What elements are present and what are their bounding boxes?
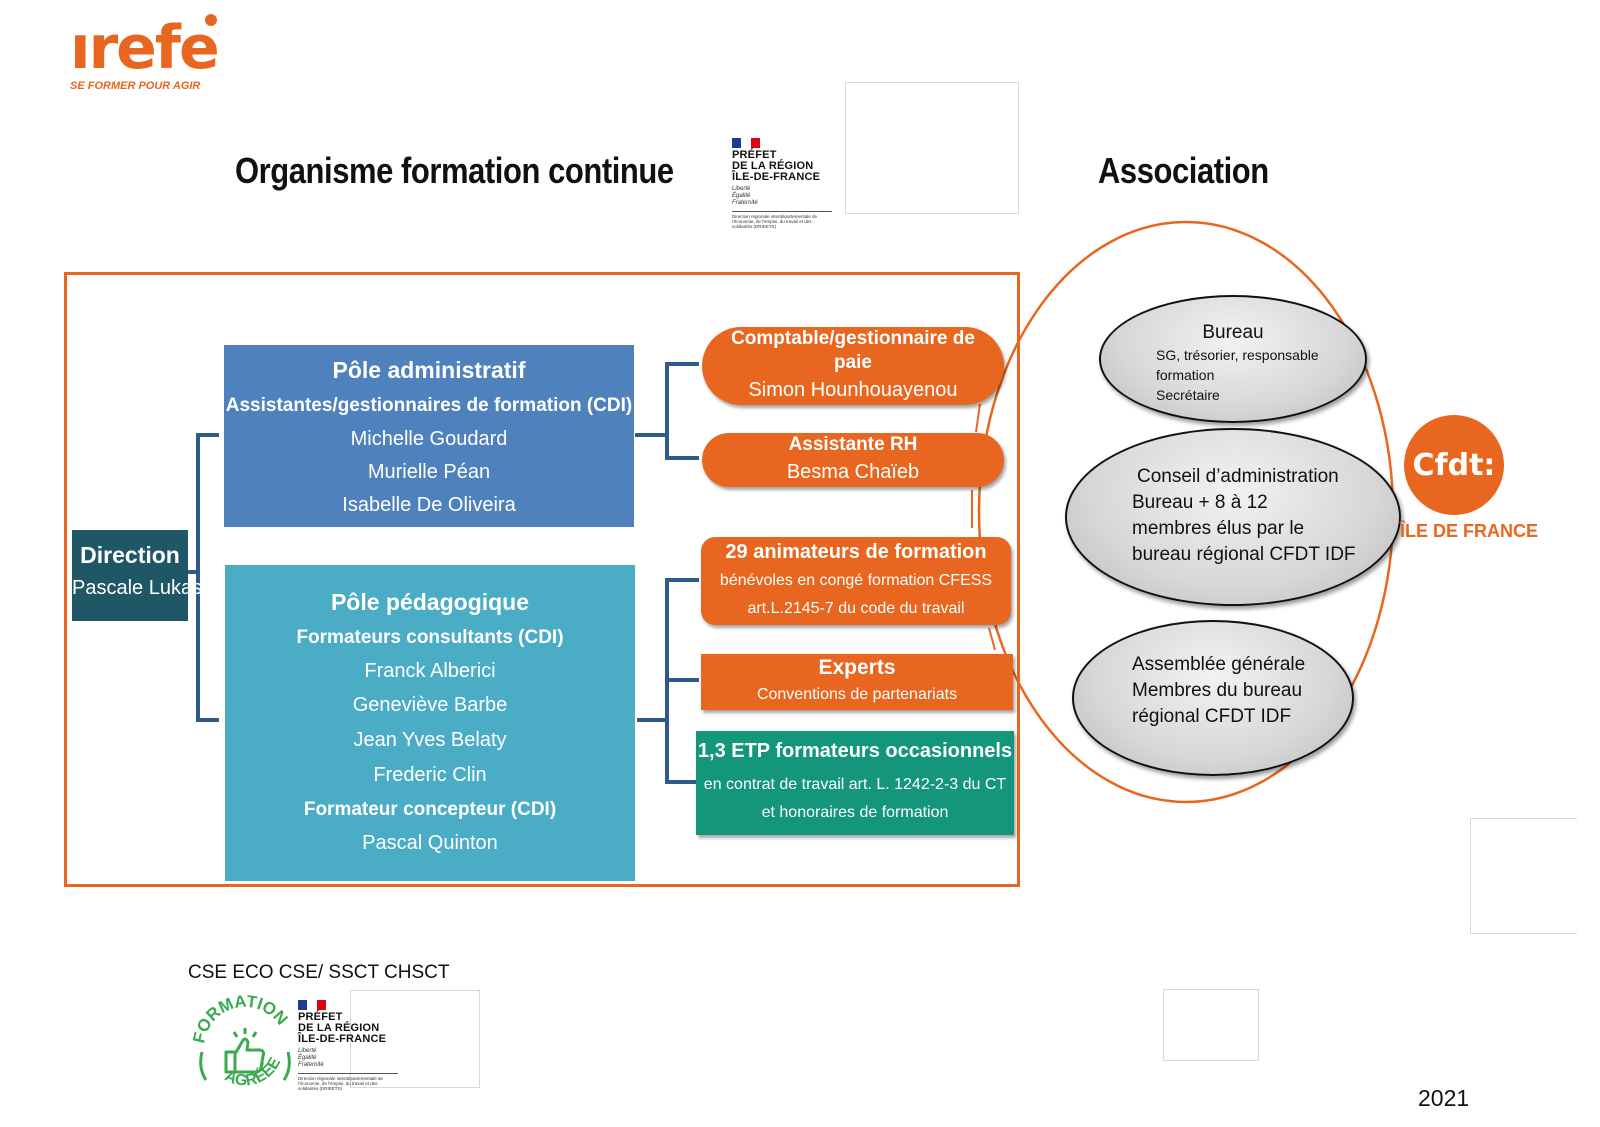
formation-text: FORMATION [190, 992, 292, 1045]
cfdt-circle-icon: Cfdt: [1404, 415, 1504, 515]
cfdt-wordmark: Cfdt: [1412, 447, 1496, 483]
conseil-line-4: bureau régional CFDT IDF [1132, 544, 1356, 565]
prefet-line-1: PRÉFET [732, 149, 777, 161]
conseil-line-3: membres élus par le [1132, 518, 1305, 539]
prefet-logo-top: PRÉFET DE LA RÉGION ÎLE-DE-FRANCE Libert… [732, 138, 832, 229]
etp-title: 1,3 ETP formateurs occasionnels [697, 740, 1013, 762]
pole-peda-person: Jean Yves Belaty [353, 729, 507, 751]
pole-peda-title: Pôle pédagogique [330, 589, 530, 615]
experts-title: Experts [818, 656, 896, 679]
prefet-line-1: PRÉFET [298, 1011, 343, 1023]
irefe-logo: ırefe SE FORMER POUR AGIR [70, 13, 220, 92]
rh-title: Assistante RH [788, 434, 918, 455]
motto-egalite: Égalité [732, 193, 751, 199]
direction-box: Direction Pascale Lukas [72, 530, 203, 621]
prefet-line-3: ÎLE-DE-FRANCE [732, 171, 821, 183]
heading-association: Association [1098, 150, 1269, 191]
prefet-motto: Liberté Égalité Fraternité [732, 186, 832, 207]
animateurs-title: 29 animateurs de formation [725, 541, 987, 563]
etp-line-2: et honoraires de formation [761, 804, 949, 821]
prefet-line-2: DE LA RÉGION [298, 1022, 380, 1034]
experts-box: Experts Conventions de partenariats [701, 654, 1013, 710]
pole-peda-person: Geneviève Barbe [352, 694, 508, 716]
assemblee-line-3: régional CFDT IDF [1132, 706, 1292, 727]
formation-agreee-badge: FORMATION AGRÉÉE [190, 992, 292, 1090]
motto-egalite: Égalité [298, 1055, 317, 1061]
placeholder-image-top [845, 82, 1019, 214]
cfdt-logo: Cfdt: ÎLE DE FRANCE [1400, 415, 1538, 541]
bureau-line-3: Secrétaire [1156, 387, 1220, 403]
conseil-line-2: Bureau + 8 à 12 [1132, 492, 1268, 513]
etp-line-1: en contrat de travail art. L. 1242-2-3 d… [703, 776, 1007, 793]
bureau-title: Bureau [1202, 322, 1264, 343]
pole-peda-person: Pascal Quinton [362, 832, 498, 854]
pole-peda-subtitle: Formateurs consultants (CDI) [296, 627, 564, 648]
experts-line-1: Conventions de partenariats [756, 686, 958, 703]
year-label: 2021 [1418, 1085, 1470, 1111]
rh-name: Besma Chaïeb [786, 461, 920, 483]
rh-box: Assistante RH Besma Chaïeb [702, 433, 1004, 487]
organisme-frame [64, 272, 1020, 887]
bracket-direction [196, 433, 219, 722]
placeholder-image-bottom-left [350, 990, 480, 1088]
assemblee-line-1: Assemblée générale [1132, 654, 1306, 675]
motto-fraternite: Fraternité [298, 1062, 324, 1068]
thumbs-up-icon [224, 1028, 266, 1074]
animateurs-box: 29 animateurs de formation bénévoles en … [701, 537, 1011, 625]
bracket-admin [665, 362, 699, 460]
french-flag-icon [298, 1000, 326, 1010]
prefet-subtitle: Direction régionale interdépartementale … [732, 211, 832, 229]
comptable-name: Simon Hounhouayenou [748, 379, 958, 401]
irefe-tagline: SE FORMER POUR AGIR [70, 80, 201, 92]
bureau-ellipse: Bureau SG, trésorier, responsable format… [1099, 295, 1367, 423]
irefe-wordmark: ırefe [70, 13, 220, 83]
motto-liberte: Liberté [298, 1048, 317, 1054]
motto-fraternite: Fraternité [732, 200, 758, 206]
cfdt-region: ÎLE DE FRANCE [1400, 521, 1539, 541]
pole-admin-person: Michelle Goudard [350, 428, 508, 450]
placeholder-image-right [1470, 818, 1577, 934]
prefet-line-2: DE LA RÉGION [732, 160, 814, 172]
pole-peda-person: Franck Alberici [364, 660, 496, 682]
prefet-motto: Liberté Égalité Fraternité [298, 1048, 398, 1069]
pole-peda-subtitle-2: Formateur concepteur (CDI) [303, 799, 557, 820]
direction-name: Pascale Lukas [72, 577, 203, 599]
comptable-title: Comptable/gestionnaire de paie [731, 328, 975, 373]
cse-label: CSE ECO CSE/ SSCT CHSCT [188, 962, 450, 983]
pole-admin-subtitle: Assistantes/gestionnaires de formation (… [225, 395, 633, 416]
placeholder-image-bottom-mid [1163, 989, 1259, 1061]
prefet-subtitle: Direction régionale interdépartementale … [298, 1073, 398, 1091]
direction-title: Direction [80, 542, 180, 568]
etp-box: 1,3 ETP formateurs occasionnels en contr… [696, 731, 1014, 835]
bracket-right-icon [282, 1051, 291, 1081]
pole-admin-person: Murielle Péan [367, 461, 491, 483]
animateurs-line-2: art.L.2145-7 du code du travail [747, 600, 965, 617]
bureau-line-2: formation [1156, 367, 1215, 383]
comptable-box: Comptable/gestionnaire de paie Simon Hou… [702, 327, 1004, 405]
prefet-logo-bottom: PRÉFET DE LA RÉGION ÎLE-DE-FRANCE Libert… [298, 1000, 398, 1091]
pole-peda-box: Pôle pédagogique Formateurs consultants … [225, 565, 635, 881]
conseil-ellipse: Conseil d’administration Bureau + 8 à 12… [1065, 428, 1401, 606]
pole-admin-person: Isabelle De Oliveira [342, 494, 516, 516]
pole-peda-person: Frederic Clin [373, 764, 487, 786]
dash-3 [988, 627, 996, 651]
bracket-left-icon [199, 1051, 208, 1081]
assemblee-line-2: Membres du bureau [1132, 680, 1303, 701]
french-flag-icon [732, 138, 760, 148]
conseil-line-1: Conseil d’administration [1137, 466, 1339, 487]
heading-organisme: Organisme formation continue [235, 150, 674, 191]
pole-admin-title: Pôle administratif [332, 357, 526, 383]
motto-liberte: Liberté [732, 186, 751, 192]
pole-admin-box: Pôle administratif Assistantes/gestionna… [224, 345, 634, 527]
bureau-line-1: SG, trésorier, responsable [1156, 347, 1319, 363]
animateurs-line-1: bénévoles en congé formation CFESS [719, 572, 993, 589]
dash-1 [975, 403, 981, 433]
irefe-dot [205, 14, 217, 26]
prefet-line-3: ÎLE-DE-FRANCE [298, 1033, 387, 1045]
assemblee-ellipse: Assemblée générale Membres du bureau rég… [1072, 620, 1354, 776]
